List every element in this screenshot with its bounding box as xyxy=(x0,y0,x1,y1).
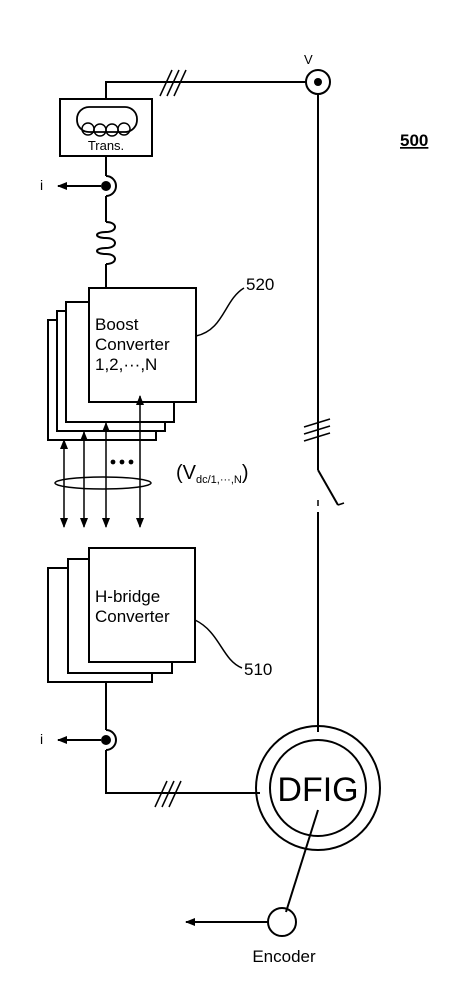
encoder-icon xyxy=(267,907,297,937)
voltage-node xyxy=(305,69,331,95)
boost-converter-line-2: Converter xyxy=(95,335,170,354)
stator-line xyxy=(303,94,345,732)
h-bridge-line-1: H-bridge xyxy=(95,587,160,606)
dfig-machine xyxy=(255,725,381,851)
encoder-label: Encoder xyxy=(252,947,316,966)
upper-current-label: i xyxy=(40,177,43,193)
h-bridge-line-2: Converter xyxy=(95,607,170,626)
upper-current-sensor xyxy=(57,156,117,222)
boost-converter-line-1: Boost xyxy=(95,315,139,334)
rotor-line xyxy=(105,750,260,808)
h-bridge-ref-leader xyxy=(194,619,243,669)
boost-ref-leader xyxy=(195,287,245,337)
transformer xyxy=(59,98,153,157)
boost-ref: 520 xyxy=(246,275,274,294)
h-bridge-ref: 510 xyxy=(244,660,272,679)
dc-voltage-close: ) xyxy=(242,462,249,484)
h-bridge-converter-stack xyxy=(47,547,196,683)
figure-number: 500 xyxy=(400,131,428,150)
boost-converter-stack xyxy=(47,287,197,441)
boost-converter-line-3: 1,2,···,N xyxy=(95,355,157,374)
dfig-label: DFIG xyxy=(277,771,358,809)
dc-link-bus xyxy=(54,395,152,528)
voltage-node-label: V xyxy=(304,52,313,67)
grid-line-top xyxy=(105,69,306,99)
lower-current-label: i xyxy=(40,731,43,747)
inductor xyxy=(96,221,116,288)
dc-voltage-open: (V xyxy=(176,462,197,484)
dc-voltage-sub: dc/1,···,N xyxy=(196,474,242,486)
transformer-label: Trans. xyxy=(88,138,124,153)
dc-voltage-label: (Vdc/1,···,N) xyxy=(176,462,249,486)
lower-current-sensor xyxy=(57,682,117,751)
shaft xyxy=(285,809,319,913)
